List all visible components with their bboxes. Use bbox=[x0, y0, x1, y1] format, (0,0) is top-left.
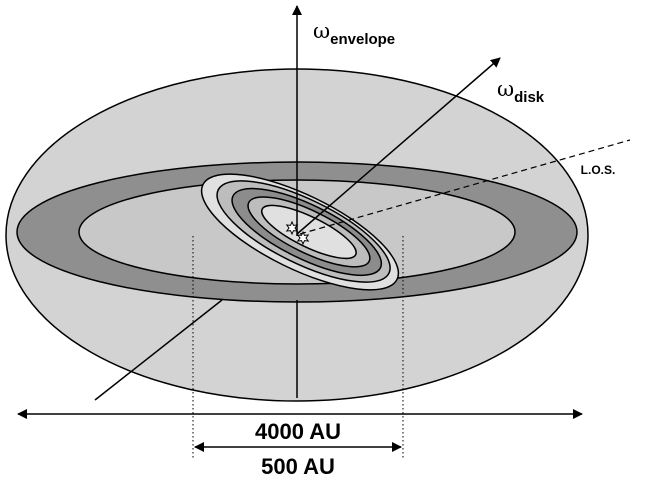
star-icon bbox=[285, 220, 310, 246]
disk-axis-upper bbox=[296, 57, 501, 235]
omega-envelope-label: ωenvelope bbox=[313, 19, 395, 48]
disk-subscript: disk bbox=[514, 89, 545, 106]
inner-scale-label: 500 AU bbox=[261, 454, 335, 479]
disk-axis-lower bbox=[94, 299, 223, 401]
line-of-sight bbox=[299, 139, 631, 235]
omega-disk-label: ωdisk bbox=[497, 77, 545, 106]
omega-symbol: ω bbox=[497, 77, 514, 101]
envelope-subscript: envelope bbox=[330, 31, 395, 48]
star-icon bbox=[285, 220, 299, 236]
star-icon bbox=[296, 230, 310, 246]
los-label: L.O.S. bbox=[581, 163, 616, 177]
omega-symbol: ω bbox=[313, 19, 330, 43]
outer-scale-label: 4000 AU bbox=[255, 419, 341, 444]
